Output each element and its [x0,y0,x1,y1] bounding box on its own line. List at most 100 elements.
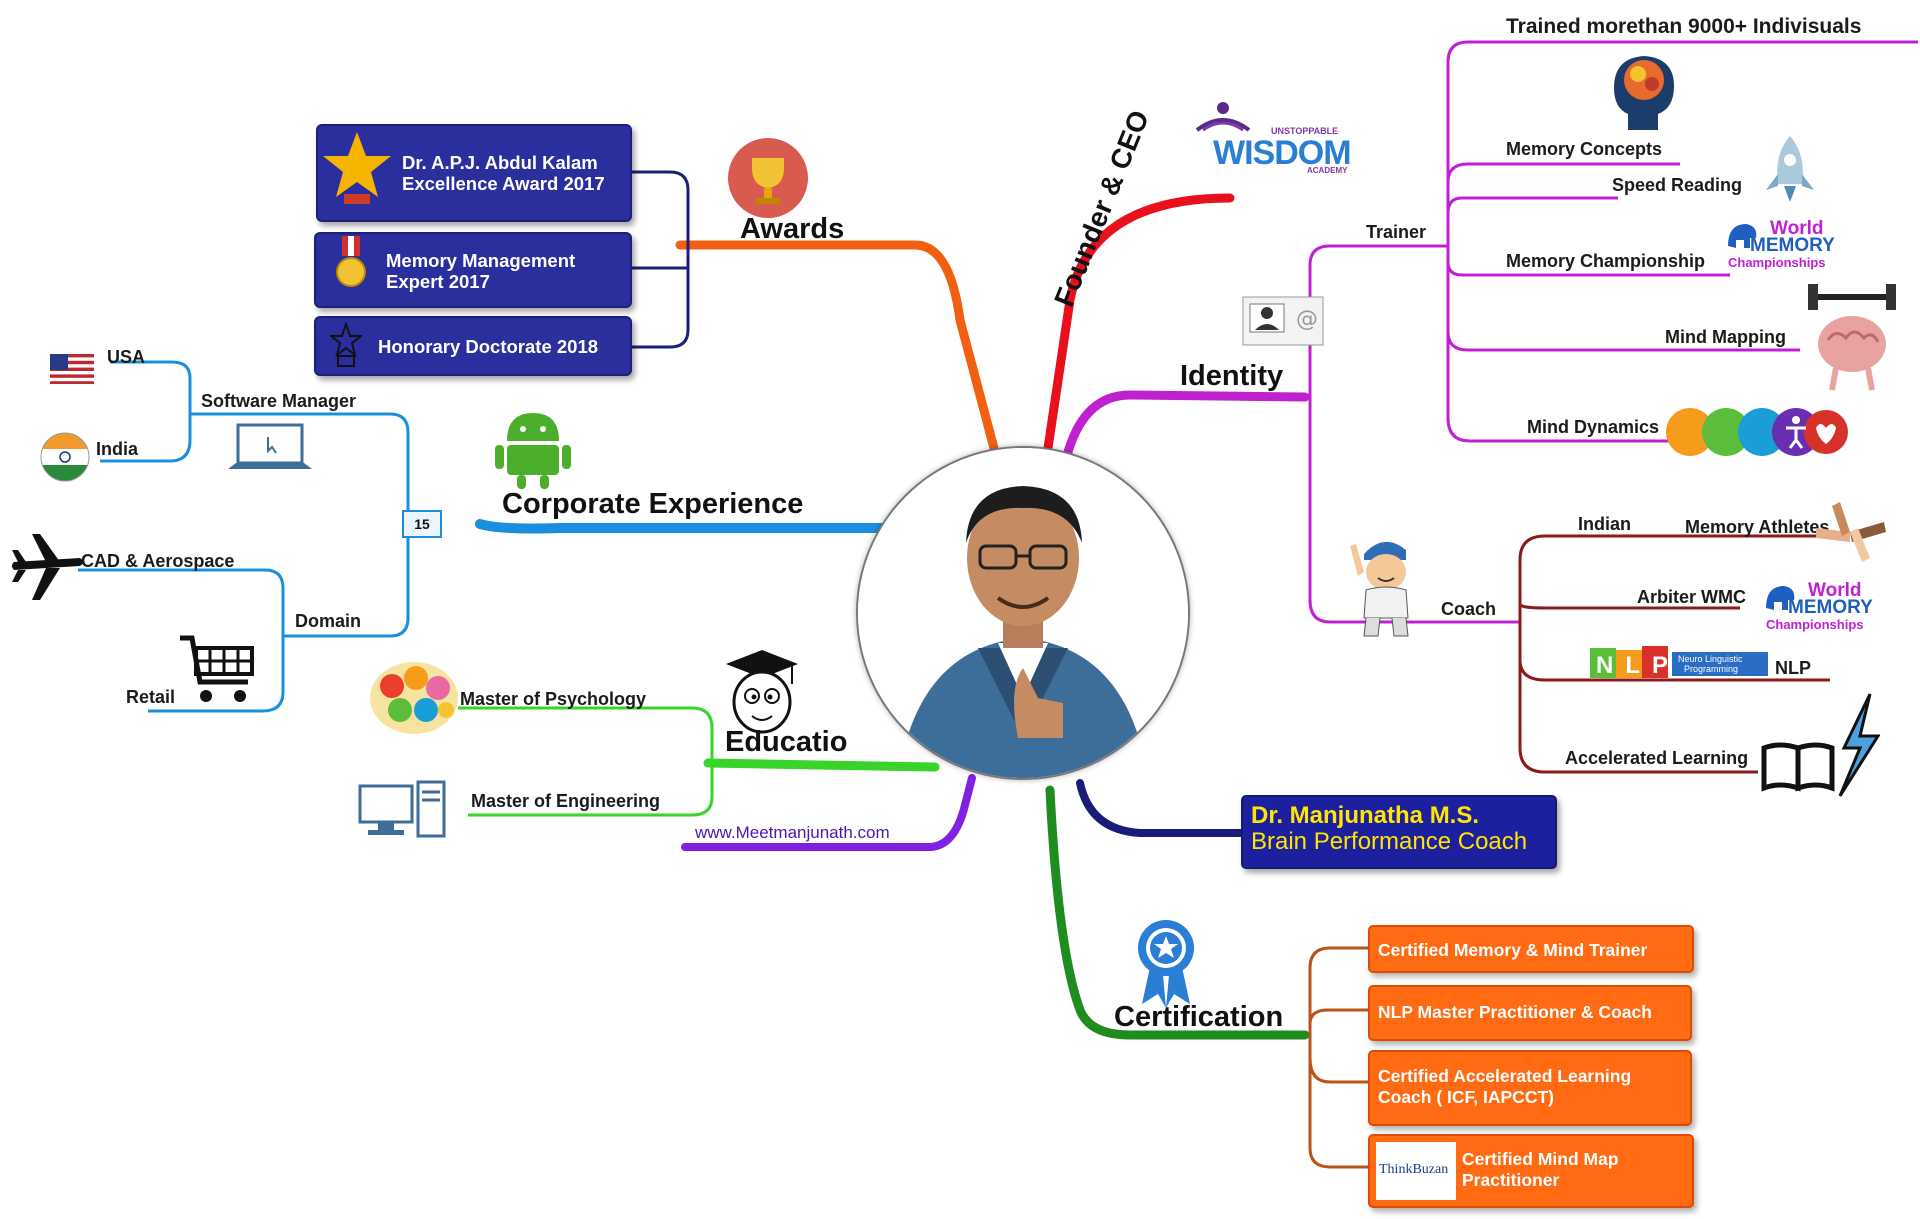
branch-awards [675,240,1000,457]
airplane-icon [10,532,86,609]
rocket-icon [1762,134,1818,209]
trainer-label: Trainer [1366,222,1427,242]
branch-identity [1063,390,1310,457]
award-box-doctorate: Honorary Doctorate 2018 [314,316,632,376]
country-india: India [96,439,139,459]
graduate-face-icon [726,648,798,739]
laptop-icon [228,423,312,478]
cert-box-accelerated: Certified Accelerated Learning Coach ( I… [1368,1050,1692,1126]
computer-icon [358,780,446,843]
software-manager-label: Software Manager [201,391,357,411]
brain-dumbbell-icon [1806,280,1898,397]
domain-retail: Retail [126,687,176,707]
years-badge: 15 [402,510,442,538]
cert-box-nlp: NLP Master Practitioner & Coach [1368,985,1692,1041]
coach-cartoon-icon [1344,532,1426,649]
award-doctorate-text: Honorary Doctorate 2018 [378,336,599,357]
star-trophy-icon [322,130,392,211]
domain-label: Domain [295,611,362,631]
trophy-icon [728,138,808,223]
wmc-logo-line1: World [1770,218,1824,239]
world-memory-championships-logo-coach: World MEMORY Championships [1764,580,1874,636]
branch-corporate [475,519,893,534]
website-link[interactable]: www.Meetmanjunath.com [695,823,890,842]
domain-cad-aerospace: CAD & Aerospace [81,551,235,571]
coach-label: Coach [1441,599,1497,619]
cert-mind-map-text: Certified Mind Map Practitioner [1462,1149,1619,1190]
certification-sub [1308,946,1368,1169]
wmc-logo-line3: Championships [1728,255,1826,270]
branch-education [703,758,940,772]
colorful-brain-icon [368,656,462,745]
profile-photo [856,446,1190,780]
coach-item-indian: Indian [1578,514,1631,534]
nlp-logo: NLP Neuro Linguistic Programming [1590,646,1770,680]
corporate-label: Corporate Experience [502,488,804,520]
contact-card-icon: @ [1242,296,1324,351]
education-label: Educatio [725,726,848,758]
awards-label: Awards [740,213,845,245]
shopping-cart-icon [178,632,260,711]
book-lightning-icon [1760,692,1881,803]
cert-box-memory-trainer: Certified Memory & Mind Trainer [1368,925,1694,973]
trainer-item-memory-concepts: Memory Concepts [1506,139,1663,159]
branch-founder [1043,193,1235,453]
identity-sub [1308,244,1520,624]
person-name: Dr. Manjunatha M.S. [1251,802,1480,829]
trainer-item-memory-championship: Memory Championship [1506,251,1706,271]
award-box-kalam: Dr. A.P.J. Abdul Kalam Excellence Award … [316,124,632,222]
trainer-item-speed-reading: Speed Reading [1612,175,1743,195]
award-box-memory: Memory Management Expert 2017 [314,232,632,308]
branch-certification [1045,785,1310,1040]
thinkbuzan-text: ThinkBuzan [1379,1162,1449,1177]
android-icon [495,405,571,494]
identity-label: Identity [1180,360,1284,392]
coach-item-accelerated-learning: Accelerated Learning [1565,748,1749,768]
thinkbuzan-logo: ThinkBuzan [1376,1142,1456,1200]
cert-memory-trainer-text: Certified Memory & Mind Trainer [1378,940,1648,960]
coach-item-memory-athletes: Memory Athletes [1685,517,1830,537]
team-hands-icon [1810,498,1890,571]
coach-item-nlp: NLP [1775,658,1811,678]
education-sub [458,706,714,817]
cert-accelerated-text: Certified Accelerated Learning Coach ( I… [1378,1066,1632,1107]
wmc-coach-line3: Championships [1766,617,1864,632]
nlp-logo-letters: NLP [1596,652,1680,679]
star-outline-icon [328,320,364,373]
trainer-sub [1446,40,1918,443]
name-box: Dr. Manjunatha M.S. Brain Performance Co… [1241,795,1557,869]
corporate-sub [78,360,410,713]
certification-label: Certification [1114,1001,1284,1033]
nlp-logo-desc1: Neuro Linguistic [1678,654,1743,664]
trainer-item-trained: Trained morethan 9000+ Indivisuals [1506,15,1862,38]
svg-text:@: @ [1296,307,1318,332]
country-usa: USA [107,347,146,367]
brain-head-icon [1610,52,1678,137]
person-role: Brain Performance Coach [1251,828,1528,856]
usa-flag-icon [50,354,94,389]
person-illustration [858,448,1188,778]
wisdom-academy-logo: UNSTOPPABLE WISDOM ACADEMY [1193,100,1363,180]
education-psychology: Master of Psychology [460,689,647,709]
medal-icon [336,236,366,297]
wisdom-logo-small: UNSTOPPABLE [1271,126,1339,136]
wmc-coach-line1: World [1808,580,1862,601]
award-kalam-text: Dr. A.P.J. Abdul Kalam Excellence Award … [402,152,605,195]
awards-sub [632,170,690,349]
wmc-logo-line2: MEMORY [1750,235,1835,256]
wmc-coach-line2: MEMORY [1788,597,1873,618]
education-engineering: Master of Engineering [471,791,661,811]
mind-dynamics-icons [1664,406,1850,463]
nlp-logo-desc2: Programming [1684,664,1739,674]
coach-sub [1518,534,1840,774]
wisdom-logo-main: WISDOM [1213,134,1352,172]
wisdom-logo-sub: ACADEMY [1307,166,1348,175]
rosette-badge-icon [1136,918,1196,1013]
trainer-item-mind-mapping: Mind Mapping [1665,327,1786,347]
trainer-item-mind-dynamics: Mind Dynamics [1527,417,1660,437]
world-memory-championships-logo: World MEMORY Championships [1726,218,1836,274]
cert-nlp-text: NLP Master Practitioner & Coach [1378,1002,1652,1022]
award-memory-text: Memory Management Expert 2017 [386,250,576,293]
branch-name [1076,779,1244,837]
